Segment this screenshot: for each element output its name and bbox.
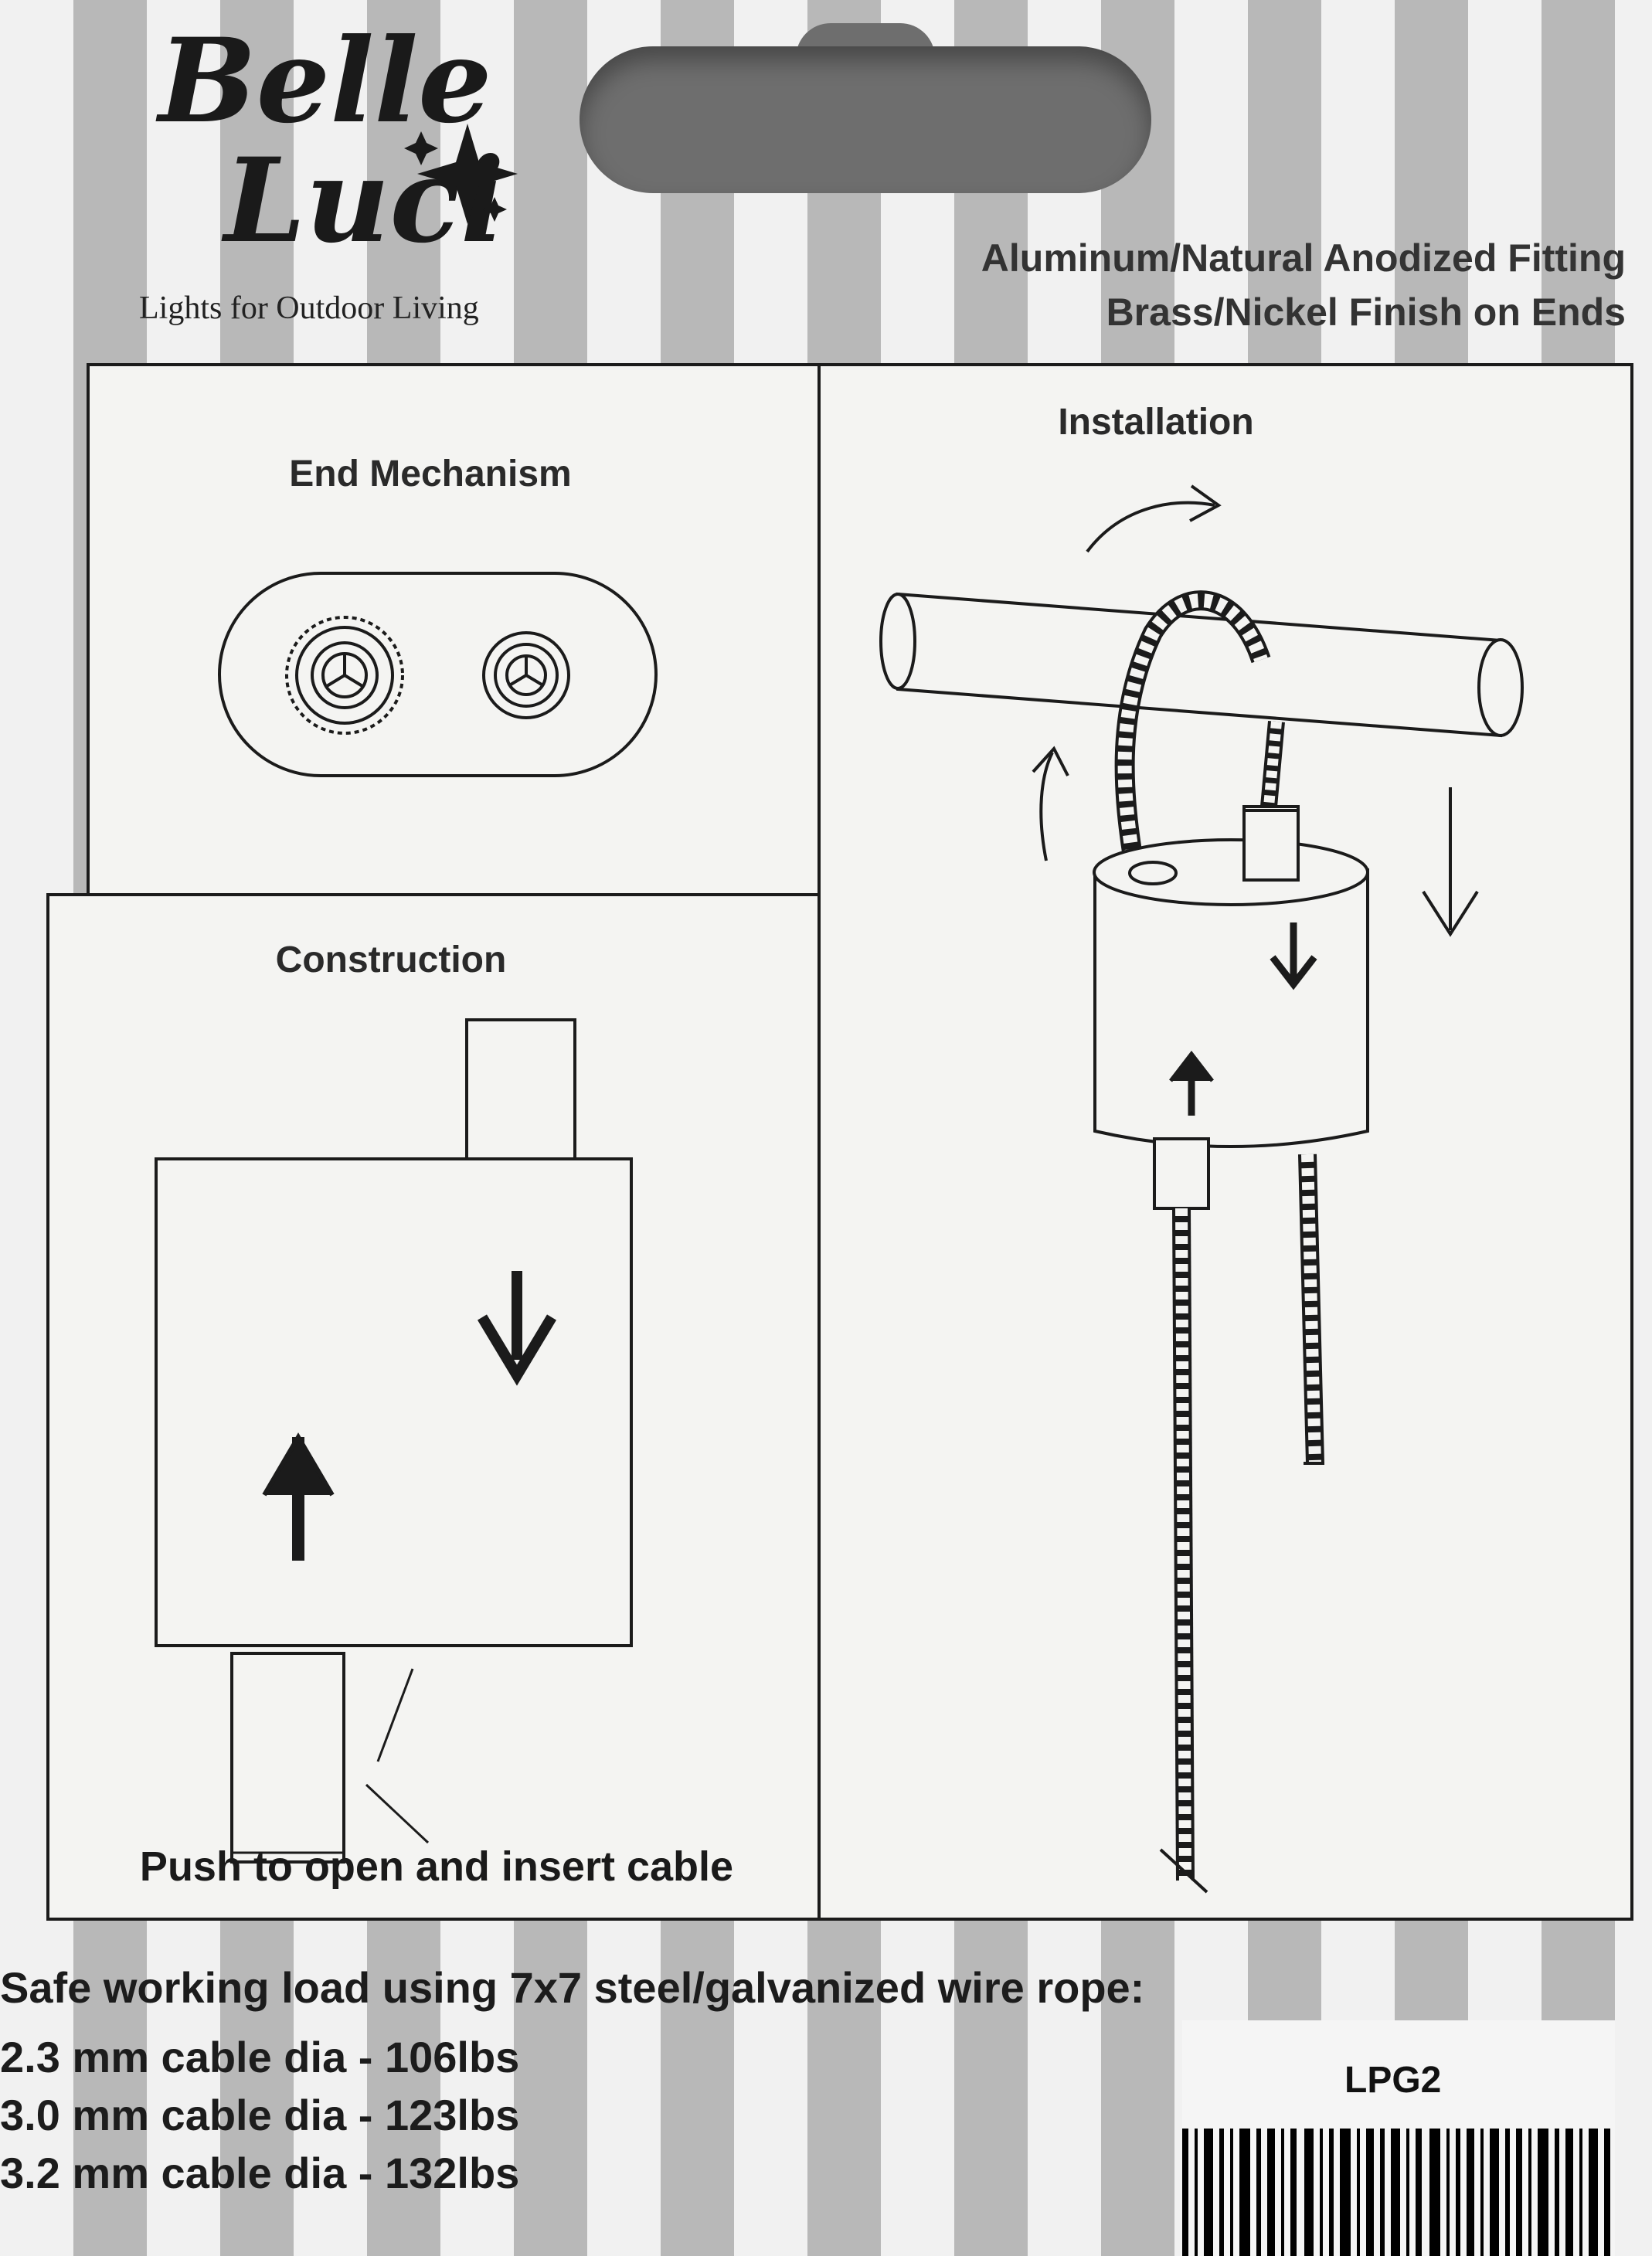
material-note-fitting: Aluminum/Natural Anodized Fitting xyxy=(981,236,1626,280)
hang-hole xyxy=(580,46,1151,193)
rotate-arrow-icon xyxy=(1032,484,1222,861)
panel-title-end-mechanism: End Mechanism xyxy=(289,454,572,494)
panel-title-installation: Installation xyxy=(1058,402,1254,443)
arrow-up-icon xyxy=(1169,1050,1214,1116)
logo-word-belle: Belle xyxy=(158,13,492,149)
product-code: LPG2 xyxy=(1344,2060,1442,2101)
pointer-line xyxy=(365,1783,430,1844)
brand-tagline: Lights for Outdoor Living xyxy=(139,290,479,326)
panel-end-mechanism: End Mechanism xyxy=(87,363,821,896)
construction-caption: Push to open and insert cable xyxy=(139,1843,734,1890)
spec-row: 3.2 mm cable dia - 132lbs xyxy=(0,2149,520,2197)
end-mechanism-diagram xyxy=(218,572,658,777)
sparkle-icon xyxy=(404,124,518,224)
arrow-down-icon xyxy=(477,1271,557,1386)
arrow-down-icon xyxy=(1270,787,1479,990)
panel-title-construction: Construction xyxy=(275,939,507,980)
panel-installation: Installation xyxy=(818,363,1633,1921)
spec-row: 2.3 mm cable dia - 106lbs xyxy=(0,2033,520,2081)
spec-row: 3.0 mm cable dia - 123lbs xyxy=(0,2091,520,2139)
installation-diagram xyxy=(879,590,1524,1894)
arrow-up-icon xyxy=(262,1432,335,1561)
construction-diagram xyxy=(155,1018,633,1864)
spec-heading: Safe working load using 7x7 steel/galvan… xyxy=(0,1963,1145,2012)
panel-construction: Construction Push to open and insert cab… xyxy=(46,893,821,1921)
material-note-ends: Brass/Nickel Finish on Ends xyxy=(1106,290,1626,334)
